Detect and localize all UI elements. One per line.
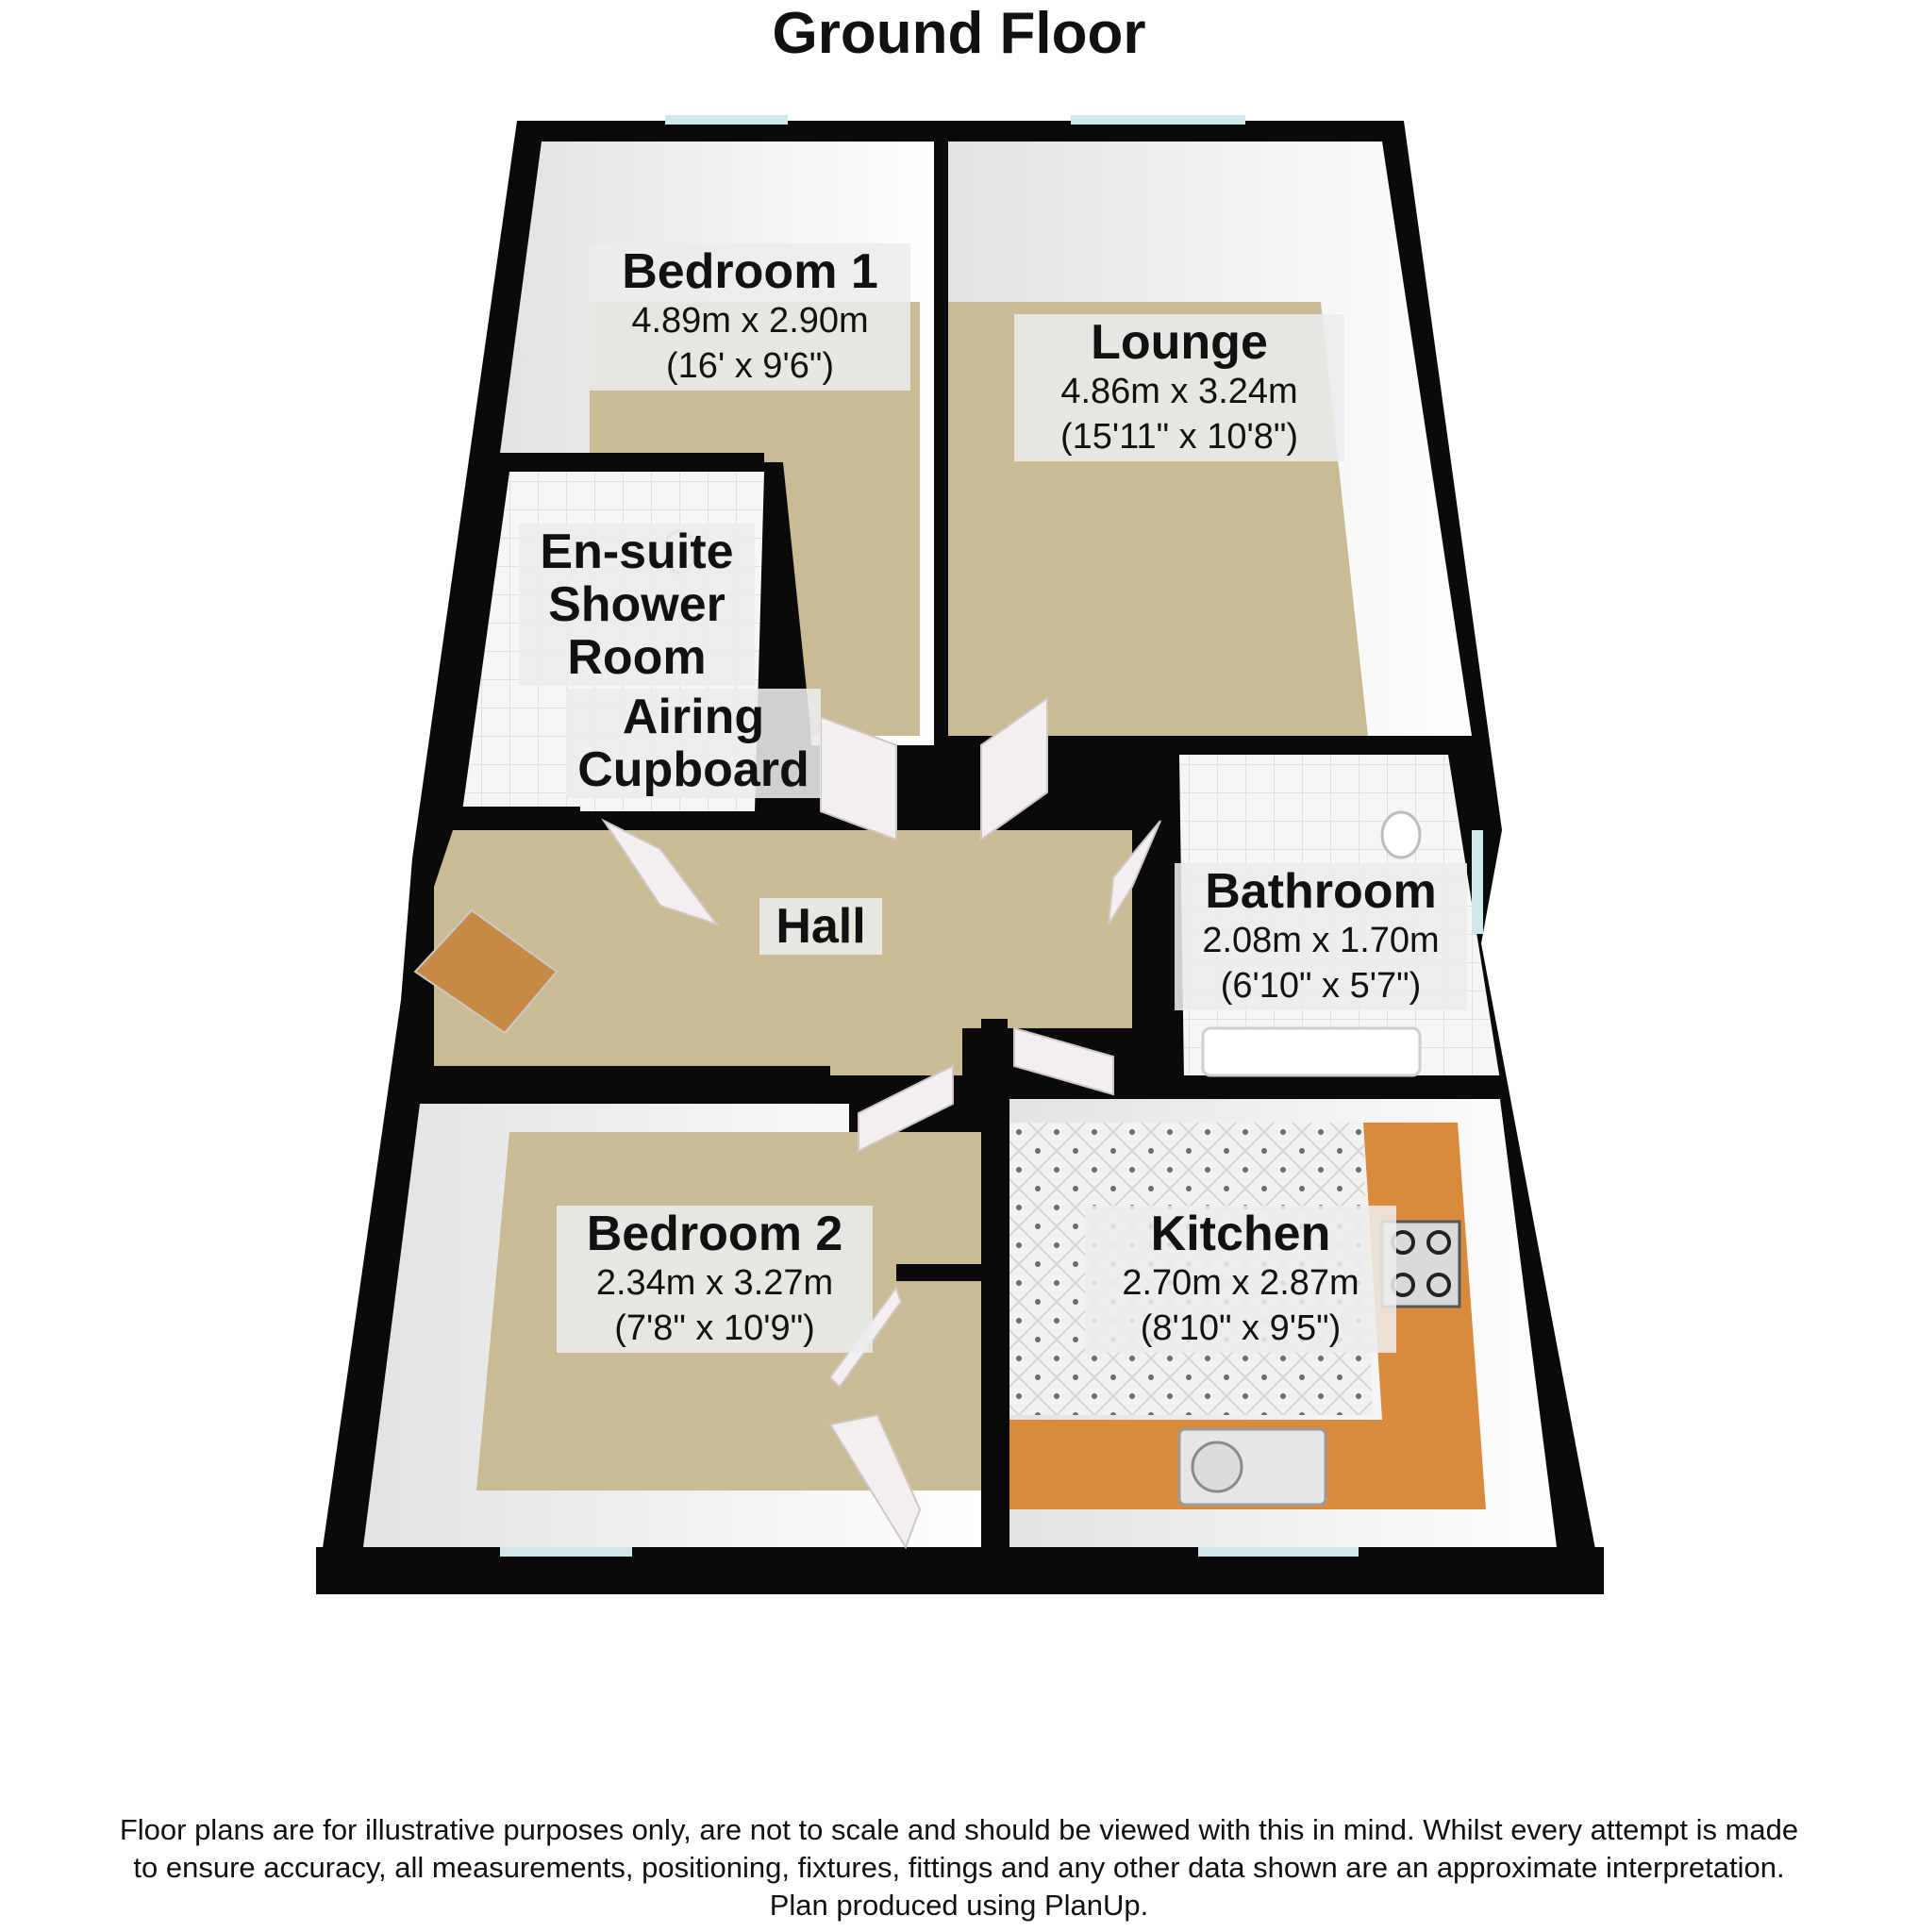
window-bedroom2 (500, 1547, 632, 1557)
kitchen-sink-bowl-icon (1191, 1441, 1243, 1493)
wall-ensuite-top (500, 453, 764, 466)
disclaimer-line: to ensure accuracy, all measurements, po… (133, 1851, 1785, 1884)
room-dimension-imperial: (15'11" x 10'8") (1059, 417, 1299, 457)
bathtub-icon (1201, 1026, 1422, 1077)
door-ensuite-icon (601, 818, 720, 926)
disclaimer-line: Plan produced using PlanUp. (769, 1889, 1149, 1922)
label-airing-cupboard: Airing Cupboard (566, 689, 821, 798)
window-lounge (1071, 115, 1245, 125)
window-bathroom (1472, 830, 1483, 934)
door-bathroom-icon (1108, 820, 1161, 925)
label-kitchen: Kitchen 2.70m x 2.87m (8'10" x 9'5") (1085, 1206, 1396, 1353)
room-name: Bedroom 1 (622, 244, 878, 299)
disclaimer-line: Floor plans are for illustrative purpose… (119, 1813, 1799, 1846)
window-bedroom1 (665, 115, 788, 125)
door-kitchen-icon (1013, 1026, 1114, 1096)
bathroom-sink-icon (1380, 810, 1422, 859)
room-dimension-metric: 2.08m x 1.70m (1202, 921, 1440, 960)
wall-ensuite-bottom (458, 807, 580, 818)
front-door-icon (413, 908, 559, 1035)
room-name: Bathroom (1205, 864, 1437, 919)
room-name-line: En-suite (540, 525, 734, 579)
room-name-line: Room (567, 630, 707, 685)
wall-bed2-top (415, 1071, 830, 1091)
label-hall: Hall (759, 898, 882, 955)
room-dimension-metric: 4.89m x 2.90m (631, 301, 869, 341)
wardrobe-door2-icon (828, 1413, 922, 1550)
room-name-line: Airing (622, 690, 765, 744)
room-dimension-imperial: (8'10" x 9'5") (1140, 1308, 1342, 1348)
wall-bed2-kitchen (981, 1019, 1008, 1547)
wall-bath-kitchen (1165, 1075, 1500, 1089)
disclaimer-text: Floor plans are for illustrative purpose… (0, 1811, 1918, 1924)
window-kitchen (1198, 1547, 1359, 1557)
room-name: Kitchen (1150, 1207, 1331, 1261)
label-ensuite: En-suite Shower Room (519, 524, 755, 686)
room-dimension-imperial: (6'10" x 5'7") (1220, 966, 1422, 1006)
room-dimension-metric: 2.70m x 2.87m (1122, 1263, 1359, 1303)
door-bedroom1-icon (820, 715, 897, 841)
room-name-line: Shower (548, 577, 726, 632)
room-dimension-metric: 2.34m x 3.27m (595, 1263, 834, 1303)
room-name: Bedroom 2 (586, 1207, 843, 1261)
hob-burner-icon (1426, 1230, 1451, 1255)
wall-wardrobe (896, 1264, 983, 1281)
door-bedroom2-icon (858, 1064, 954, 1153)
room-dimension-imperial: (7'8" x 10'9") (614, 1308, 815, 1348)
wall-bed1-lounge (934, 132, 948, 745)
wall-lounge-bath (1085, 741, 1462, 754)
room-name: Hall (776, 899, 866, 954)
wall-bath-left (1170, 1019, 1183, 1085)
label-bathroom: Bathroom 2.08m x 1.70m (6'10" x 5'7") (1175, 863, 1467, 1010)
room-name-line: Cupboard (577, 742, 809, 797)
room-dimension-metric: 4.86m x 3.24m (1060, 372, 1298, 411)
door-lounge-icon (980, 696, 1048, 841)
doors (413, 696, 1161, 1550)
label-lounge: Lounge 4.86m x 3.24m (15'11" x 10'8") (1014, 314, 1344, 461)
hob-burner-icon (1426, 1273, 1451, 1297)
label-bedroom2: Bedroom 2 2.34m x 3.27m (7'8" x 10'9") (557, 1206, 873, 1353)
room-dimension-imperial: (16' x 9'6") (666, 346, 834, 386)
bedroom1-carpet (590, 302, 920, 736)
windows (500, 115, 1483, 1557)
label-bedroom1: Bedroom 1 4.89m x 2.90m (16' x 9'6") (590, 243, 910, 391)
room-name: Lounge (1091, 315, 1268, 370)
page-title: Ground Floor (772, 1, 1146, 66)
